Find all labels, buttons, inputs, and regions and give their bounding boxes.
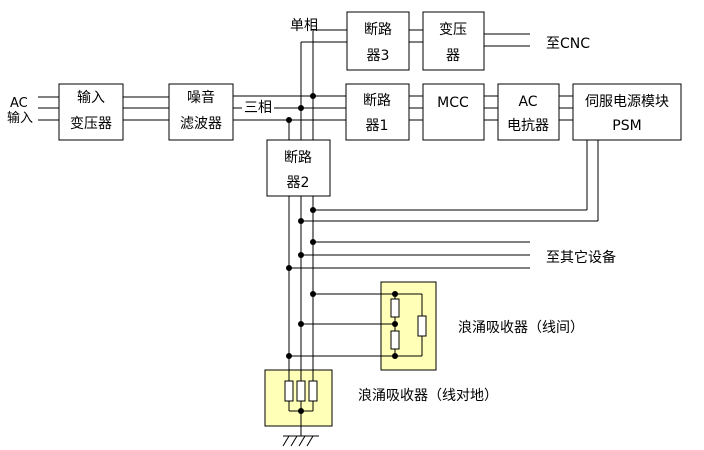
transformer-label-1: 变压 (439, 22, 467, 38)
breaker-2-label-1: 断路 (284, 150, 312, 166)
ac-reactor-label-2: 电抗器 (507, 118, 549, 134)
noise-filter-label-2: 滤波器 (180, 116, 222, 132)
junction-dot (286, 265, 292, 271)
mcc-box: MCC (422, 83, 485, 141)
transformer-to-filter-lines (123, 96, 169, 121)
junction-dot (298, 105, 304, 111)
junction-dot (298, 321, 304, 327)
surge-absorber-line-to-line-label: 浪涌吸收器（线间） (458, 320, 584, 336)
noise-filter-label-1: 噪音 (187, 89, 215, 106)
mcc-label: MCC (437, 95, 469, 111)
breaker-3-box: 断路 器3 (346, 11, 410, 71)
surge-absorber-line-to-ground (264, 369, 333, 436)
junction-dot (286, 353, 292, 359)
breaker-3-label-1: 断路 (364, 22, 392, 38)
three-phase-label-bg (242, 100, 274, 114)
input-transformer-box: 输入 变压器 (58, 83, 124, 141)
three-phase-label: 三相 (244, 100, 272, 116)
junction-dot (310, 239, 316, 245)
breaker-1-box: 断路 器1 (345, 83, 410, 141)
to-other-equipment-label: 至其它设备 (546, 249, 616, 266)
psm-label-1: 伺服电源模块 (585, 94, 669, 110)
input-lines (38, 96, 59, 121)
junction-dot (286, 117, 292, 123)
breaker-1-label-2: 器1 (366, 118, 389, 134)
single-phase-label: 单相 (290, 18, 318, 34)
transformer-box: 变压 器 (422, 11, 485, 71)
transformer-to-cnc-lines (484, 33, 530, 47)
input-transformer-label-1: 输入 (77, 90, 105, 106)
psm-box: 伺服电源模块 PSM (572, 83, 682, 141)
psm-feed-lines (301, 140, 599, 222)
single-phase-lines (301, 29, 347, 43)
ac-reactor-box: AC 电抗器 (497, 83, 560, 141)
junction-dot (310, 207, 316, 213)
transformer-label-2: 器 (446, 48, 460, 64)
junction-dot (298, 252, 304, 258)
breaker-1-label-1: 断路 (363, 93, 391, 109)
junction-dot (298, 218, 304, 224)
breaker3-to-transformer-lines (409, 29, 423, 43)
breaker-2-box: 断路 器2 (266, 139, 331, 197)
vertical-feeders (288, 30, 314, 140)
psm-label-2: PSM (612, 118, 641, 134)
other-equipment-lines (289, 241, 530, 269)
breaker-2-label-2: 器2 (287, 175, 310, 191)
ac-reactor-label-1: AC (518, 94, 537, 110)
breaker-3-label-2: 器3 (367, 48, 390, 64)
ground-icon (282, 435, 319, 447)
junction-dot (310, 93, 316, 99)
breaker1-to-mcc-lines (409, 95, 423, 121)
junction-dot (310, 291, 316, 297)
breaker2-output-verticals (288, 196, 314, 381)
surge-absorber-line-to-ground-label: 浪涌吸收器（线对地） (358, 388, 498, 404)
noise-filter-box: 噪音 滤波器 (168, 83, 234, 141)
reactor-to-psm-lines (559, 95, 573, 121)
surge-absorber-line-to-line (289, 281, 437, 371)
input-transformer-label-2: 变压器 (70, 116, 112, 132)
ac-input-label-2: 输入 (7, 110, 33, 126)
to-cnc-label: 至CNC (546, 36, 590, 52)
ac-input-label-1: AC (10, 96, 28, 111)
mcc-to-reactor-lines (484, 95, 498, 121)
